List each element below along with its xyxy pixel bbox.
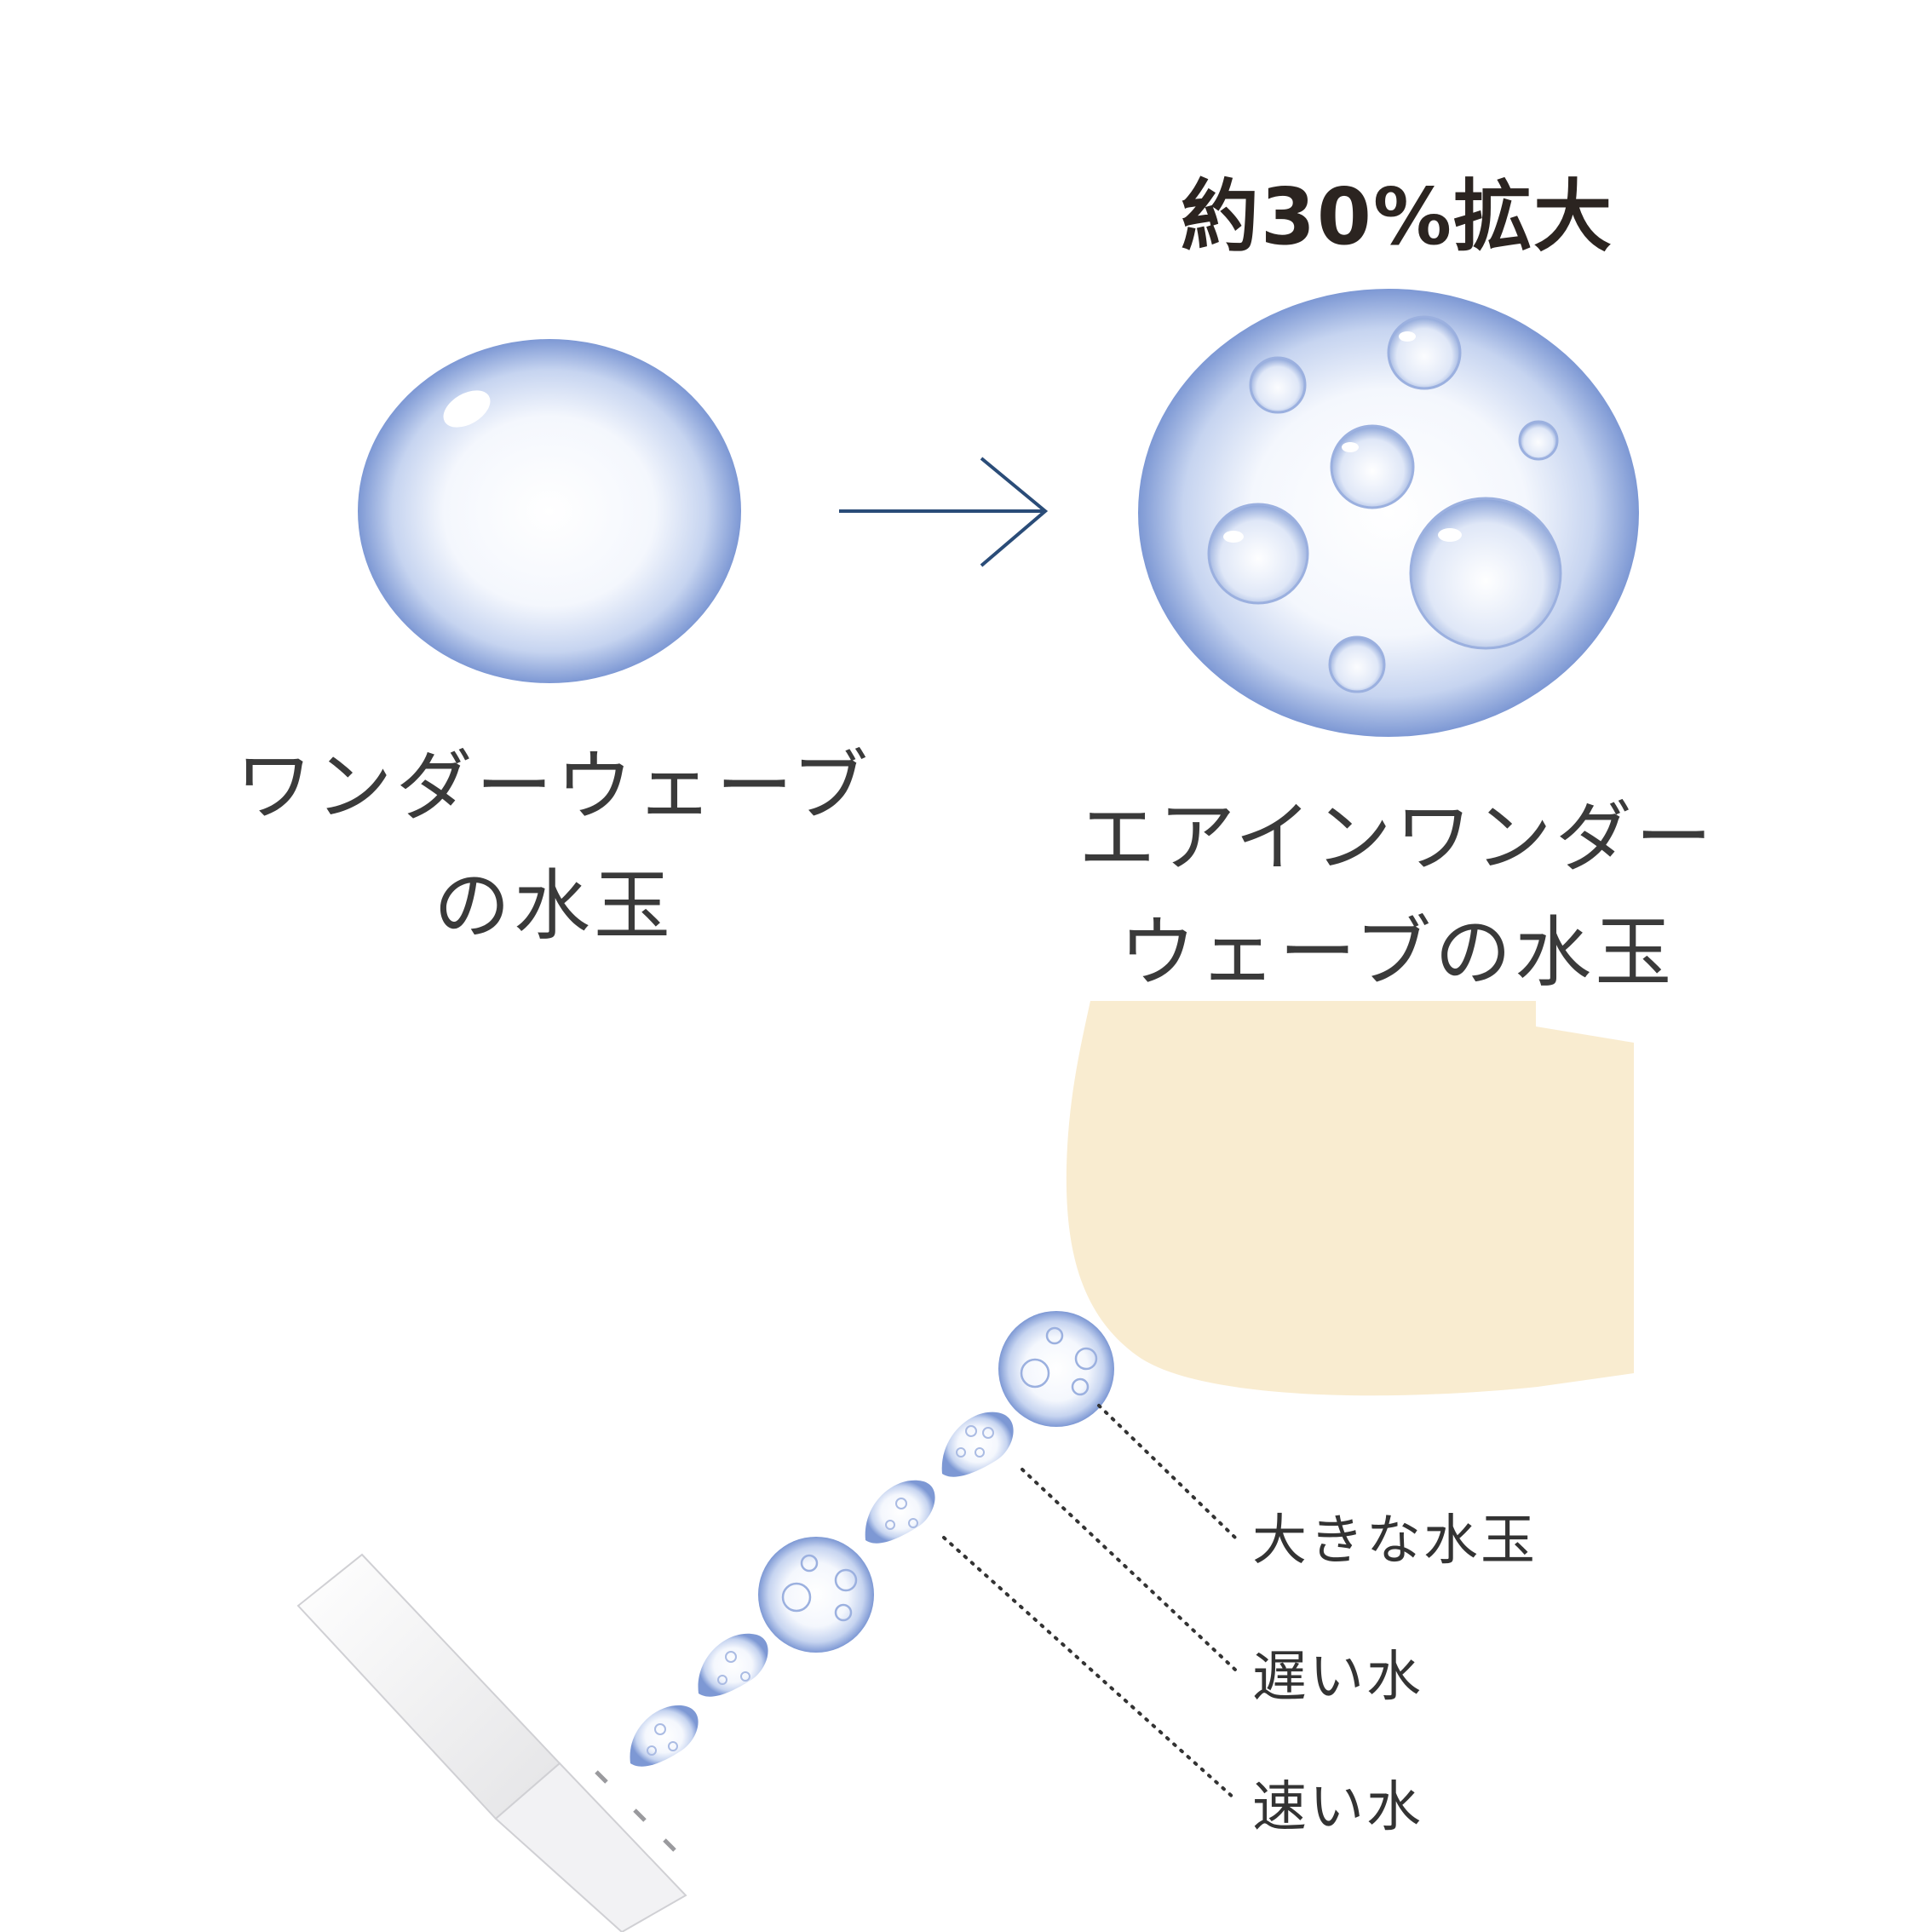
highlight [443,390,491,428]
stream-droplet [698,1633,768,1697]
stream-droplet-large [758,1537,874,1653]
leader-line-slow [1021,1468,1237,1671]
label-big-droplet: 大きな水玉 [1252,1509,1538,1573]
label-fast-water: 速い水 [1252,1776,1423,1839]
nozzle [296,1553,687,1932]
stream-droplet [941,1412,1014,1477]
stream-droplet [865,1480,935,1544]
arrow-right-icon [839,457,1049,567]
small-droplet [358,339,741,683]
enlarged-droplet [1138,289,1639,737]
leader-line-fast [942,1536,1237,1801]
leader-line-big [1097,1404,1237,1539]
air-bubble [1387,315,1462,390]
left-caption-line1: ワンダーウェーブ [235,742,872,831]
air-bubble [1328,635,1386,693]
stream-droplet-large [998,1311,1114,1427]
air-bubble [1249,356,1307,414]
leader-lines [942,1404,1237,1801]
air-bubble [1207,503,1309,605]
stream-droplet [630,1705,699,1767]
headline: 約30%拡大 [1180,171,1614,262]
droplet-stream [630,1311,1114,1767]
left-caption-line2: の水玉 [434,861,674,951]
label-slow-water: 遅い水 [1252,1646,1423,1709]
right-caption-line2: ウェーブの水玉 [1118,908,1676,998]
right-caption-line1: エアインワンダー [1078,793,1716,883]
skin-area [1066,1001,1634,1396]
air-bubble [1518,420,1559,461]
air-bubble [1409,497,1562,650]
air-bubble [1330,424,1415,509]
